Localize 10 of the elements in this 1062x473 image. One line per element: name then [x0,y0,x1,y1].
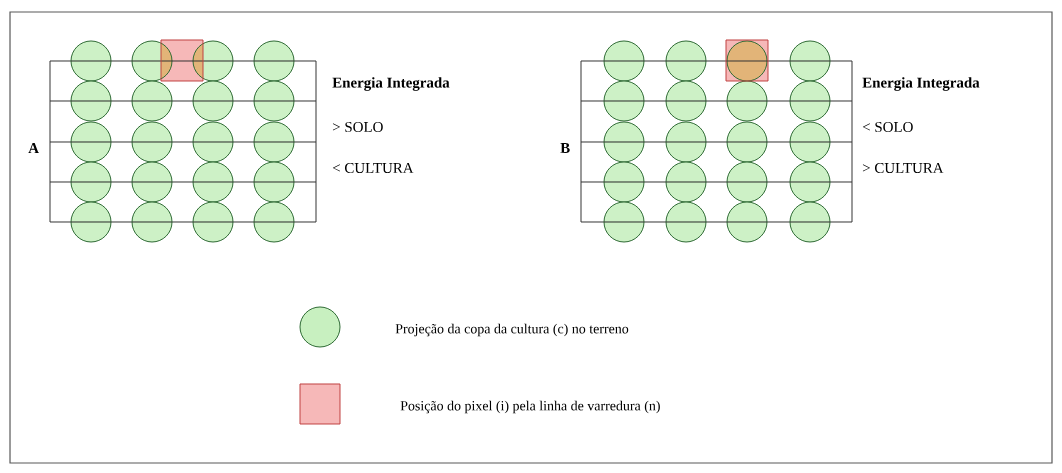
legend-text: Posição do pixel (i) pela linha de varredura (n) [400,400,660,414]
legend-text: Projeção da copa da cultura (c) no terreno [395,323,629,337]
panel-letter: B [560,143,570,153]
comparison-text: > SOLO [332,122,383,132]
panel-letter: A [28,143,39,153]
energy-heading: Energia Integrada [332,77,450,91]
comparison-text: < CULTURA [332,163,414,173]
comparison-text: < SOLO [862,122,913,132]
energy-heading: Energia Integrada [862,77,980,91]
comparison-text: > CULTURA [862,163,944,173]
